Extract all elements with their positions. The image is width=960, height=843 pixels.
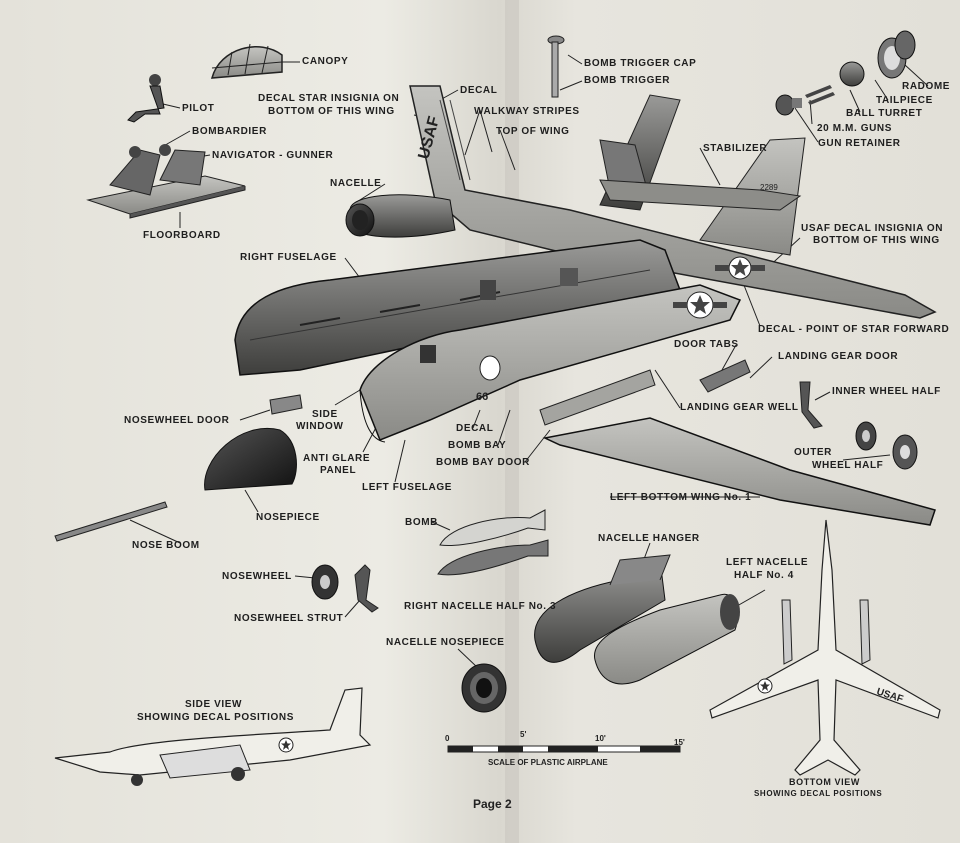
label-tailpiece: TAILPIECE [876, 95, 933, 106]
guns-part [805, 85, 835, 105]
label-nacelle-hanger: NACELLE HANGER [598, 533, 700, 544]
page-number: Page 2 [473, 797, 512, 811]
landing-gear-door-part [699, 359, 751, 393]
label-guns: 20 M.M. GUNS [817, 123, 892, 134]
label-bomb-bay: BOMB BAY [448, 440, 507, 451]
pilot-figure [127, 74, 165, 123]
side-view-airplane [54, 687, 372, 786]
nosepiece-part [204, 428, 297, 491]
left-fuselage-part: 66 [359, 284, 742, 443]
label-side-view-line2: SHOWING DECAL POSITIONS [137, 712, 294, 723]
label-side-window-line2: WINDOW [296, 421, 344, 432]
label-outer-wheel-line2: WHEEL HALF [812, 460, 884, 471]
left-bottom-wing-part [542, 417, 936, 526]
label-left-nacelle-line2: HALF No. 4 [734, 570, 794, 581]
bomb-part [437, 509, 549, 576]
label-stabilizer: STABILIZER [703, 143, 768, 154]
radome-part [894, 30, 916, 60]
wing-star-decal [715, 256, 765, 280]
label-right-fuselage: RIGHT FUSELAGE [240, 252, 337, 263]
label-bomb: BOMB [405, 517, 438, 528]
label-nacelle: NACELLE [330, 178, 382, 189]
label-nosepiece: NOSEPIECE [256, 512, 320, 523]
landing-gear-strut [799, 381, 823, 429]
label-decal-mid: DECAL [456, 423, 494, 434]
label-left-nacelle-line1: LEFT NACELLE [726, 557, 809, 568]
label-side-window-line1: SIDE [312, 409, 338, 420]
label-decal-point-star: DECAL - POINT OF STAR FORWARD [758, 324, 950, 335]
nosewheel-part [311, 564, 339, 600]
right-fuselage-part [234, 239, 682, 376]
label-top-of-wing: TOP OF WING [496, 126, 570, 137]
nacelle-nosepiece-part [461, 663, 507, 713]
canopy-part [210, 43, 283, 79]
label-usaf-decal-line1: USAF DECAL INSIGNIA ON [801, 223, 944, 234]
label-nose-boom: NOSE BOOM [132, 540, 200, 551]
label-landing-gear-well: LANDING GEAR WELL [680, 402, 799, 413]
label-nosewheel-strut: NOSEWHEEL STRUT [234, 613, 344, 624]
nosewheel-door-part [269, 394, 303, 415]
label-inner-wheel-half: INNER WHEEL HALF [832, 386, 941, 397]
label-left-bottom-wing: LEFT BOTTOM WING No. 1 [610, 492, 752, 503]
label-nosewheel: NOSEWHEEL [222, 571, 292, 582]
label-floorboard: FLOORBOARD [143, 230, 221, 241]
label-canopy: CANOPY [302, 56, 349, 67]
scale-tick-0: 0 [445, 734, 450, 743]
label-bomb-trigger-cap: BOMB TRIGGER CAP [584, 58, 697, 69]
label-nacelle-nosepiece: NACELLE NOSEPIECE [386, 637, 505, 648]
nose-boom-part [54, 501, 168, 542]
label-anti-glare-line2: PANEL [320, 465, 357, 476]
label-navigator-gunner: NAVIGATOR - GUNNER [212, 150, 334, 161]
label-outer-wheel-line1: OUTER [794, 447, 832, 458]
label-radome: RADOME [902, 81, 951, 92]
floorboard-part [86, 144, 246, 219]
label-left-fuselage: LEFT FUSELAGE [362, 482, 453, 493]
label-decal-star-line2: BOTTOM OF THIS WING [268, 106, 395, 117]
label-bottom-view-line2: SHOWING DECAL POSITIONS [754, 789, 883, 798]
label-landing-gear-door: LANDING GEAR DOOR [778, 351, 899, 362]
label-pilot: PILOT [182, 103, 215, 114]
scale-tick-5: 5' [520, 730, 527, 739]
inner-wheel-part [855, 421, 877, 451]
label-decal-top: DECAL [460, 85, 498, 96]
scale-title: SCALE OF PLASTIC AIRPLANE [488, 758, 608, 767]
bomb-bay-door-part [539, 369, 656, 426]
scale-tick-10: 10' [595, 734, 606, 743]
nacelle-part [345, 194, 456, 238]
label-bomb-bay-door: BOMB BAY DOOR [436, 457, 530, 468]
label-bomb-trigger: BOMB TRIGGER [584, 75, 671, 86]
nose-number-decal: 66 [476, 391, 488, 403]
gun-retainer-part [775, 94, 802, 116]
label-gun-retainer: GUN RETAINER [818, 138, 901, 149]
label-door-tabs: DOOR TABS [674, 339, 739, 350]
nosewheel-strut-part [354, 564, 379, 613]
right-nacelle-half-part [534, 554, 671, 663]
scale-bar [447, 745, 681, 753]
label-right-nacelle-half: RIGHT NACELLE HALF No. 3 [404, 601, 557, 612]
bomb-trigger-part [547, 35, 565, 98]
label-side-view-line1: SIDE VIEW [185, 699, 243, 710]
label-ball-turret: BALL TURRET [846, 108, 923, 119]
label-nosewheel-door: NOSEWHEEL DOOR [124, 415, 230, 426]
label-decal-star-line1: DECAL STAR INSIGNIA ON [258, 93, 400, 104]
tail-number-decal: 2289 [760, 183, 778, 192]
label-bottom-view-line1: BOTTOM VIEW [789, 777, 860, 787]
ball-turret-part [839, 61, 865, 87]
label-bombardier: BOMBARDIER [192, 126, 267, 137]
outer-wheel-part [892, 434, 918, 470]
label-walkway-stripes: WALKWAY STRIPES [474, 106, 580, 117]
label-usaf-decal-line2: BOTTOM OF THIS WING [813, 235, 940, 246]
label-anti-glare-line1: ANTI GLARE [303, 453, 371, 464]
scale-tick-15: 15' [674, 738, 685, 747]
left-nacelle-half-part [594, 593, 740, 685]
